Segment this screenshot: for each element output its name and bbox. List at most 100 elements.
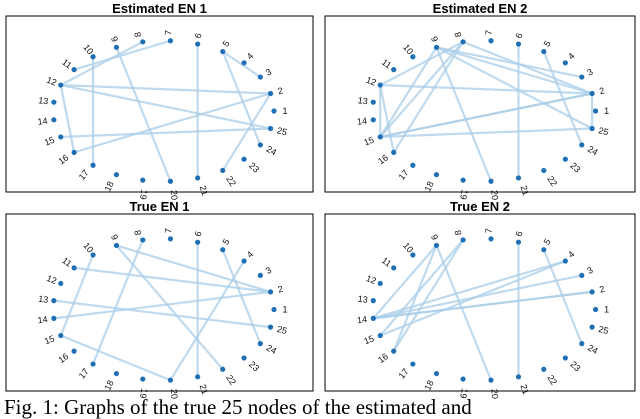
graph-node — [167, 236, 174, 242]
graph-edge — [52, 299, 272, 329]
node-label: 14 — [356, 116, 367, 127]
node-label: 16 — [376, 152, 390, 166]
node-label: 17 — [77, 367, 91, 381]
graph-node — [90, 54, 96, 60]
node-label: 24 — [265, 342, 279, 356]
node-label: 16 — [56, 152, 70, 166]
graph-node — [562, 156, 568, 162]
graph-edge — [59, 83, 272, 95]
node-label: 20 — [489, 190, 500, 201]
graph-edge — [115, 244, 224, 371]
graph-node — [562, 60, 568, 66]
graph-edge — [91, 238, 144, 366]
graph-node — [220, 167, 226, 174]
node-label: 24 — [586, 144, 600, 158]
graph-edge — [379, 92, 594, 139]
graph-edge — [372, 244, 438, 320]
node-label: 20 — [169, 389, 180, 400]
graph-node — [593, 306, 599, 313]
node-label: 16 — [56, 351, 70, 365]
graph-edge — [379, 46, 438, 139]
graph-edge — [72, 39, 172, 71]
figure-caption: Fig. 1: Graphs of the true 25 nodes of t… — [4, 395, 472, 419]
graph-node — [195, 374, 201, 380]
graph-node — [593, 108, 599, 114]
node-label: 16 — [376, 351, 390, 365]
graph-edge — [392, 40, 465, 154]
graph-node — [541, 247, 547, 253]
node-label: 23 — [568, 160, 582, 174]
node-label: 22 — [545, 174, 559, 188]
node-label: 8 — [453, 31, 464, 38]
graph-node — [541, 48, 547, 55]
graph-node — [488, 178, 494, 184]
node-label: 13 — [357, 294, 368, 305]
graph-node — [113, 172, 120, 178]
node-label: 15 — [43, 135, 56, 148]
graph-node — [515, 175, 522, 181]
node-label: 24 — [586, 342, 600, 356]
node-label: 8 — [132, 229, 143, 236]
graph-node — [195, 41, 201, 47]
graph-node — [515, 41, 522, 47]
graph-node — [220, 48, 226, 55]
graph-edge — [379, 238, 465, 337]
node-label: 2 — [277, 284, 284, 295]
graph-panel: Estimated EN 212345678910111213141516171… — [324, 1, 636, 201]
graph-node — [167, 377, 174, 383]
graph-node — [391, 149, 397, 155]
node-label: 6 — [514, 32, 525, 40]
graph-node — [377, 280, 383, 287]
panel-frame — [324, 15, 636, 193]
node-label: 3 — [264, 265, 273, 276]
node-label: 8 — [453, 229, 464, 236]
node-label: 25 — [597, 125, 609, 137]
graph-node — [579, 74, 585, 80]
node-label: 18 — [102, 180, 115, 193]
graph-edge — [115, 244, 272, 293]
graph-edge — [72, 92, 272, 154]
graph-node — [433, 370, 440, 377]
graph-node — [370, 315, 376, 321]
graph-node — [271, 306, 277, 313]
node-label: 18 — [422, 180, 435, 193]
node-label: 6 — [193, 230, 204, 238]
node-label: 2 — [277, 85, 284, 96]
node-label: 14 — [37, 116, 48, 127]
graph-node — [195, 239, 201, 245]
node-label: 4 — [245, 51, 256, 62]
graph-edge — [372, 259, 567, 320]
graph-node — [71, 265, 77, 271]
graph-node — [515, 239, 522, 245]
node-label: 15 — [43, 333, 56, 346]
panel-frame — [5, 15, 314, 193]
graph-edge — [379, 83, 395, 154]
graph-node — [58, 280, 64, 287]
graph-edge — [435, 46, 594, 95]
graph-node — [460, 376, 466, 382]
graph-node — [541, 366, 547, 372]
graph-node — [113, 44, 120, 50]
graph-node — [241, 258, 247, 264]
graph-node — [488, 38, 494, 44]
panel-title: True EN 2 — [450, 199, 510, 214]
graph-node — [71, 348, 77, 354]
graph-node — [541, 167, 547, 174]
node-label: 19 — [138, 189, 150, 201]
graph-node — [140, 177, 146, 183]
node-label: 20 — [169, 190, 180, 201]
graph-node — [579, 341, 585, 347]
graph-node — [51, 315, 57, 321]
node-label: 21 — [518, 184, 531, 197]
graph-node — [589, 324, 595, 330]
node-label: 1 — [604, 305, 609, 315]
graph-node — [460, 237, 466, 243]
graph-edge — [435, 46, 594, 130]
node-label: 5 — [221, 237, 232, 247]
graph-edge — [435, 46, 583, 79]
node-label: 9 — [429, 35, 440, 44]
graph-node — [410, 361, 416, 367]
graph-node — [515, 374, 522, 380]
panel-title: Estimated EN 1 — [112, 1, 207, 16]
node-label: 4 — [245, 249, 256, 260]
